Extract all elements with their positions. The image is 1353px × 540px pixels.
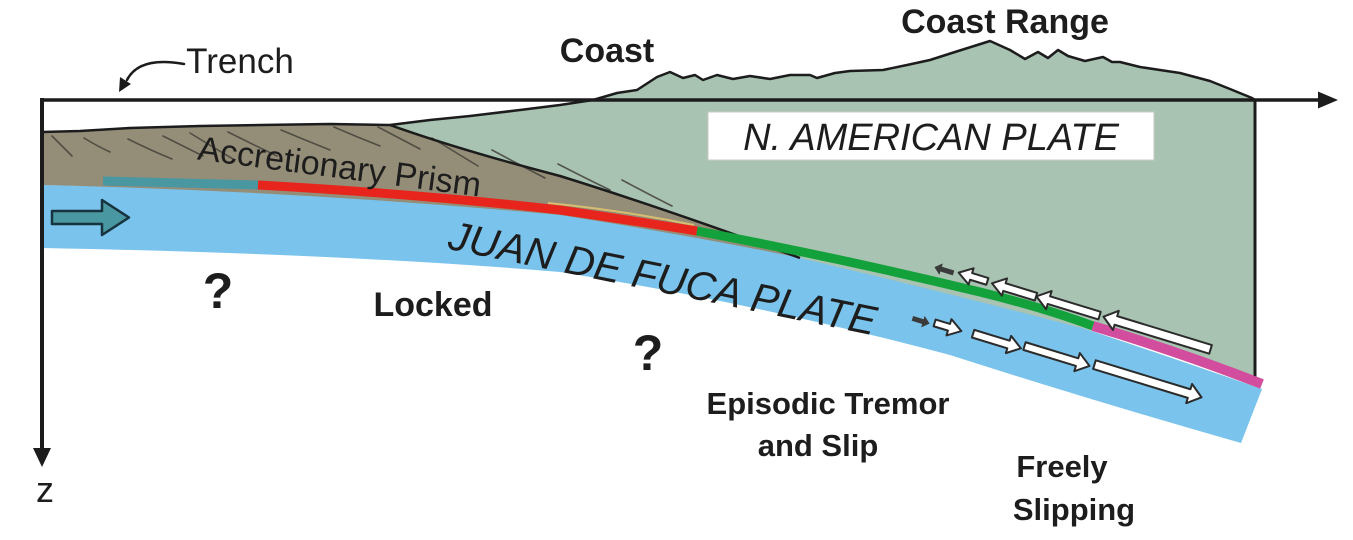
horizontal-surface-axis xyxy=(40,91,1338,109)
updip-slip-arrows xyxy=(934,263,1213,355)
plate-convergence-arrow xyxy=(50,198,131,237)
depth-z-axis xyxy=(33,98,51,467)
locked-zone-label: Locked xyxy=(373,286,492,324)
n-american-plate-label: N. AMERICAN PLATE xyxy=(743,117,1119,159)
prism-backstop-boundary-line xyxy=(389,123,801,260)
freely-slipping-label-line1: Freely xyxy=(1016,449,1108,484)
downdip-arrow-3 xyxy=(970,328,1022,355)
updip-arrow-4 xyxy=(1035,290,1102,321)
trench-pointer-arrow xyxy=(119,60,186,92)
trench-arrowhead xyxy=(119,77,131,92)
topography-surface-line xyxy=(41,39,1256,134)
z-axis-arrowhead xyxy=(33,448,51,467)
trench-label: Trench xyxy=(186,42,294,81)
coast-range-label: Coast Range xyxy=(901,3,1109,41)
juan-de-fuca-slab xyxy=(42,185,1262,443)
downdip-arrow-5 xyxy=(1092,359,1203,405)
downdip-slip-arrows xyxy=(911,315,1203,405)
updip-arrow-5 xyxy=(1102,309,1213,355)
interface-zone-freely-slipping-pink-band xyxy=(1091,321,1264,389)
question-mark-right: ? xyxy=(633,325,664,381)
downdip-arrow-2 xyxy=(932,318,963,337)
question-mark-left: ? xyxy=(203,263,234,319)
updip-arrow-1 xyxy=(934,263,955,276)
interface-zone-locked-red-band xyxy=(257,180,698,236)
downdip-arrow-4 xyxy=(1022,341,1091,373)
updip-arrow-2 xyxy=(957,267,990,286)
ets-zone-label-line1: Episodic Tremor xyxy=(707,386,950,421)
interface-zone-uncertain-teal-band xyxy=(102,176,259,190)
updip-arrow-3 xyxy=(991,277,1039,302)
freely-slipping-label-line2: Slipping xyxy=(1013,492,1135,527)
n-american-plate-label-box xyxy=(707,111,1155,161)
downdip-arrow-1 xyxy=(911,315,930,328)
horizontal-axis-arrowhead xyxy=(1318,91,1338,109)
z-axis-label: z xyxy=(36,469,54,510)
interface-zone-ets-green-band xyxy=(696,226,1095,331)
coast-label: Coast xyxy=(560,32,654,70)
thin-sediment-layer-line xyxy=(547,202,695,226)
ets-zone-label-line2: and Slip xyxy=(758,428,879,463)
